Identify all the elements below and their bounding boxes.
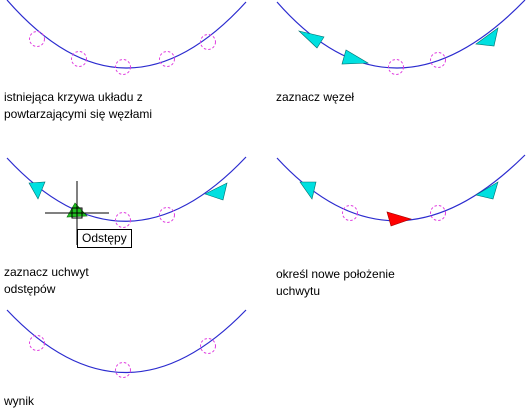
node-circle-icon: [388, 59, 404, 75]
caption-select-node: zaznacz węzeł: [276, 90, 355, 104]
node-circle-icon: [159, 207, 175, 223]
node-circle-icon: [71, 51, 87, 67]
caption-existing-curve: istniejąca krzywa układu z powtarzającym…: [4, 90, 153, 121]
grip-triangle-icon: [297, 30, 325, 49]
node-circle-icon: [200, 338, 216, 354]
node-circle-icon: [115, 59, 131, 75]
grip-triangle-icon: [475, 27, 499, 47]
node-circle-icon: [430, 52, 446, 68]
node-circle-icon: [159, 51, 175, 67]
panel-result: [6, 309, 247, 378]
spacing-tooltip: Odstępy: [77, 229, 132, 248]
layout-curve: [276, 0, 526, 69]
node-circle-icon: [342, 205, 358, 221]
node-circle-icon: [200, 34, 216, 50]
grip-triangle-icon: [204, 182, 228, 201]
layout-curve: [6, 156, 247, 222]
node-circle-icon: [115, 362, 131, 378]
node-circle-icon: [430, 205, 446, 221]
panel-existing-curve: [6, 0, 247, 75]
node-circle-icon: [115, 212, 131, 228]
grip-triangle-icon: [341, 49, 370, 65]
node-circle-icon: [29, 31, 45, 47]
grip-triangle-icon: [28, 181, 46, 200]
layout-curve: [6, 0, 247, 69]
node-circle-icon: [29, 335, 45, 351]
grip-triangle-icon: [299, 181, 317, 200]
grip-triangle-icon: [475, 181, 499, 200]
layout-curve: [6, 309, 247, 374]
caption-select-spacing-grip: zaznacz uchwyt odstępów: [4, 265, 89, 296]
panel-select-node: [276, 0, 526, 75]
caption-result: wynik: [4, 394, 35, 408]
panel-new-grip-position: [276, 154, 526, 227]
caption-new-grip-position: określ nowe położenie uchwytu: [276, 267, 395, 298]
grip-moved-icon: [386, 211, 412, 227]
